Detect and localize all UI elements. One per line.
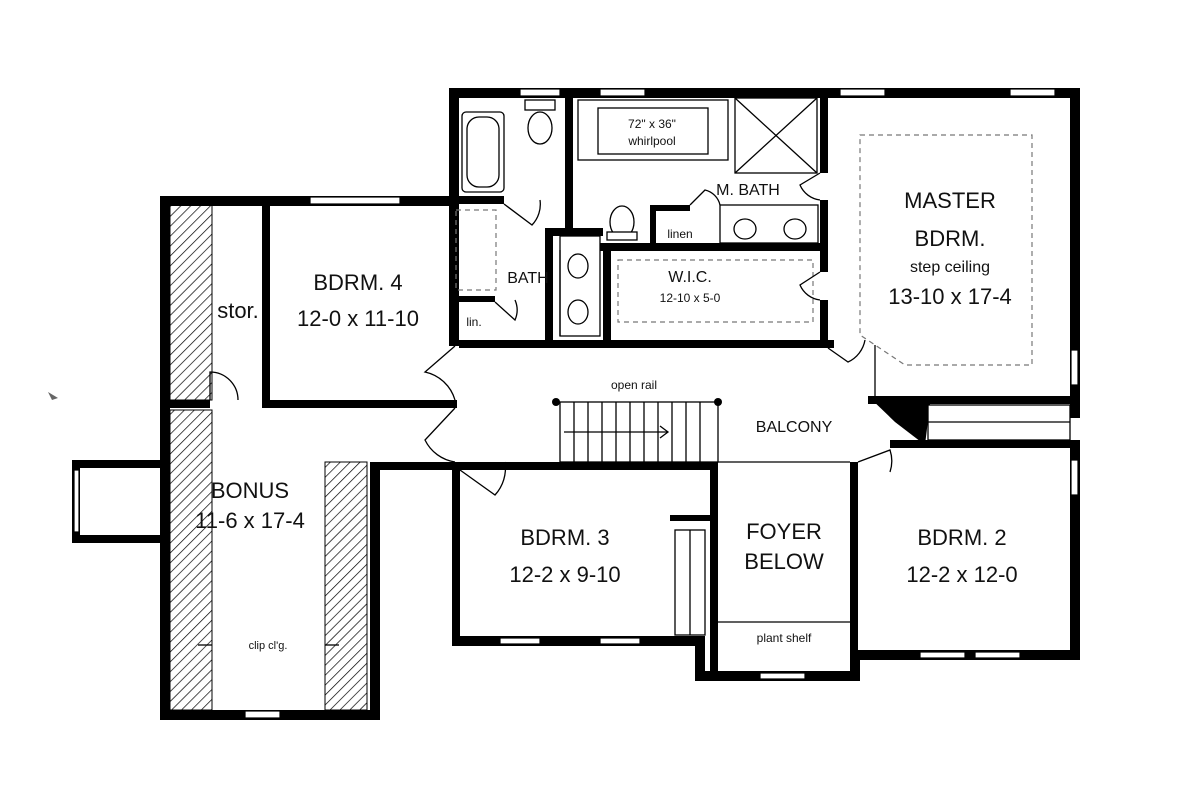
bdrm4-name: BDRM. 4 [313,270,402,295]
attic-hatch-left [169,409,213,711]
bonus-size: 11-6 x 17-4 [195,508,305,533]
foyer-line1: FOYER [746,519,822,544]
attic-hatch-right [324,461,368,711]
master-line1: MASTER [904,188,996,213]
wic-name: W.I.C. [668,269,712,286]
mbath-label: M. BATH [716,182,780,199]
bdrm2-size: 12-2 x 12-0 [906,562,1017,587]
wic-size: 12-10 x 5-0 [660,291,721,305]
bdrm3-name: BDRM. 3 [520,525,609,550]
linen-label: linen [667,227,692,241]
master-line2: BDRM. [915,226,986,251]
whirlpool-size: 72" x 36" [628,117,676,131]
stor-label: stor. [217,298,259,323]
balcony-label: BALCONY [756,419,833,436]
fixtures [455,97,1071,636]
bdrm3-size: 12-2 x 9-10 [509,562,620,587]
open-rail-label: open rail [611,378,657,392]
attic-hatch-upper [169,204,213,401]
clip-ceiling-label: clip cl'g. [249,640,288,652]
lin-label: lin. [466,315,481,329]
windows [73,88,1079,719]
master-size: 13-10 x 17-4 [888,284,1012,309]
whirlpool-label: whirlpool [627,134,675,148]
bonus-name: BONUS [211,478,289,503]
plant-shelf-label: plant shelf [757,631,812,645]
bath-label: BATH [507,270,548,287]
foyer-line2: BELOW [744,549,824,574]
stair [552,398,850,463]
master-note: step ceiling [910,259,990,276]
doors [209,172,893,496]
bdrm2-name: BDRM. 2 [917,525,1006,550]
bdrm4-size: 12-0 x 11-10 [297,306,419,331]
edge-mark [48,392,58,400]
